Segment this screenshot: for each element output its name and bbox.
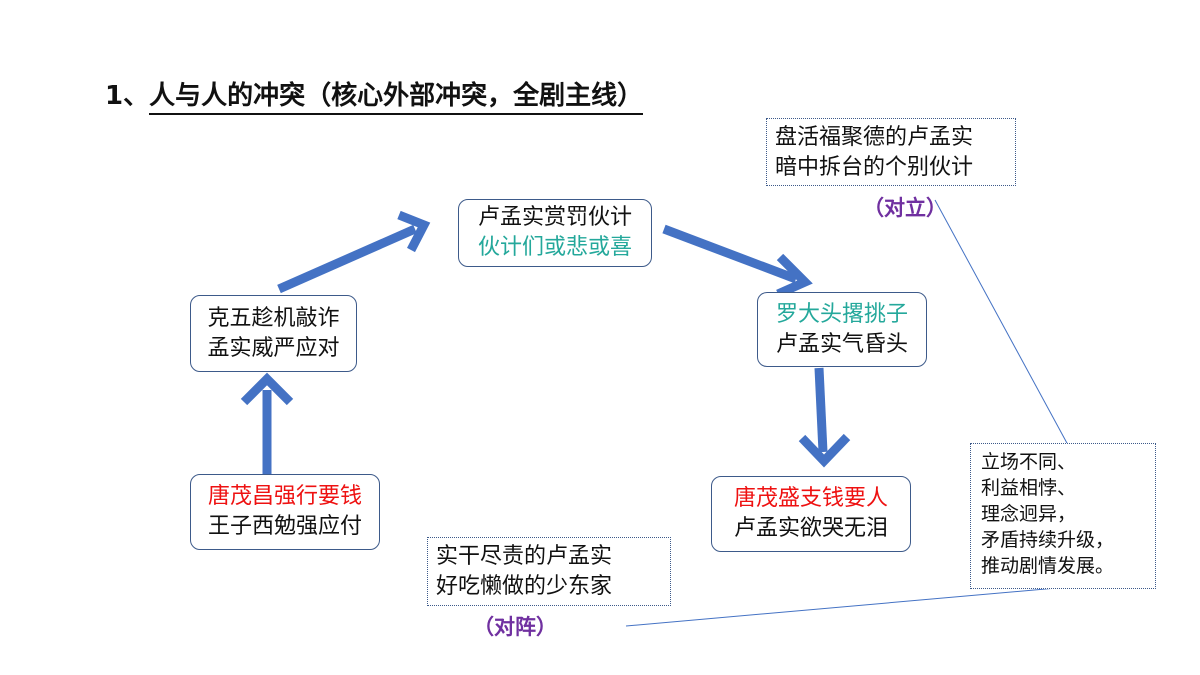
slide-title: 1、人与人的冲突（核心外部冲突，全剧主线） bbox=[105, 78, 644, 115]
arrow-up-right-icon bbox=[277, 210, 431, 294]
node-extortion: 克五趁机敲诈 孟实威严应对 bbox=[190, 295, 357, 372]
node-right-mid-line1: 罗大头撂挑子 bbox=[775, 301, 908, 327]
node-left-bottom-line2: 王子西勉强应付 bbox=[207, 514, 362, 539]
summary-line-1: 立场不同、 bbox=[981, 451, 1077, 473]
note-confrontation: 实干尽责的卢孟实 好吃懒做的少东家 bbox=[427, 537, 671, 606]
node-left-bottom-line1: 唐茂昌强行要钱 bbox=[207, 484, 362, 509]
arrow-up-icon bbox=[240, 372, 294, 476]
node-left-mid-line1: 克五趁机敲诈 bbox=[207, 305, 340, 331]
connector-line-top-note bbox=[934, 199, 1069, 446]
note-summary: 立场不同、 利益相悖、 理念迥异， 矛盾持续升级， 推动剧情发展。 bbox=[970, 443, 1156, 589]
connector-line-bottom-note bbox=[625, 586, 1069, 627]
summary-line-5: 推动剧情发展。 bbox=[981, 555, 1115, 577]
node-withdraw-people: 唐茂盛支钱要人 卢孟实欲哭无泪 bbox=[711, 476, 911, 552]
node-right-bottom-line1: 唐茂盛支钱要人 bbox=[733, 486, 888, 511]
arrow-down-right-icon bbox=[662, 224, 813, 299]
node-top-line2: 伙计们或悲或喜 bbox=[477, 235, 632, 260]
label-confrontation: （对阵） bbox=[473, 615, 557, 639]
note-bottom-line2: 好吃懒做的少东家 bbox=[436, 574, 613, 599]
node-reward-punish: 卢孟实赏罚伙计 伙计们或悲或喜 bbox=[458, 199, 652, 267]
label-opposition: （对立） bbox=[863, 196, 947, 220]
note-top-right-line1: 盘活福聚德的卢孟实 bbox=[775, 125, 974, 150]
note-top-right-line2: 暗中拆台的个别伙计 bbox=[775, 155, 974, 180]
node-top-line1: 卢孟实赏罚伙计 bbox=[477, 205, 632, 230]
title-number: 1、 bbox=[105, 81, 150, 111]
summary-line-3: 理念迥异， bbox=[981, 503, 1077, 525]
node-right-bottom-line2: 卢孟实欲哭无泪 bbox=[733, 516, 888, 541]
node-demand-money: 唐茂昌强行要钱 王子西勉强应付 bbox=[190, 474, 380, 550]
node-right-mid-line2: 卢孟实气昏头 bbox=[775, 331, 908, 357]
summary-line-2: 利益相悖、 bbox=[981, 477, 1077, 499]
note-opposition: 盘活福聚德的卢孟实 暗中拆台的个别伙计 bbox=[766, 118, 1016, 186]
arrow-down-icon bbox=[798, 367, 851, 468]
summary-line-4: 矛盾持续升级， bbox=[981, 529, 1115, 551]
node-quit-job: 罗大头撂挑子 卢孟实气昏头 bbox=[757, 292, 927, 367]
title-text: 人与人的冲突（核心外部冲突，全剧主线） bbox=[149, 81, 644, 115]
note-bottom-line1: 实干尽责的卢孟实 bbox=[436, 544, 613, 569]
node-left-mid-line2: 孟实威严应对 bbox=[207, 335, 340, 361]
